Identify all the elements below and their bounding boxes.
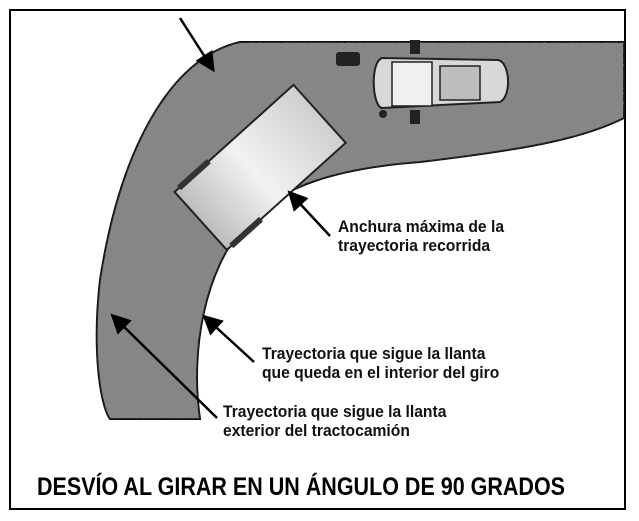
arrow-outer-tire [110,313,218,419]
label-max-width-line1: Anchura máxima de la [338,217,505,236]
label-inner-tire-line2: que queda en el interior del giro [262,363,500,382]
label-max-width: Anchura máxima de la trayectoria recorri… [338,217,504,255]
arrow-outer-edge [178,17,215,73]
tractor-cab [336,40,509,124]
label-outer-tire-line2: exterior del tractocamión [223,421,410,440]
arrow-inner-tire [202,314,255,363]
label-inner-tire-line1: Trayectoria que sigue la llanta [262,344,486,363]
trailer [173,83,348,252]
label-inner-tire: Trayectoria que sigue la llanta que qued… [262,344,499,382]
road-texture [96,42,625,419]
label-max-width-line2: trayectoria recorrida [338,236,491,255]
diagram-title: DESVÍO AL GIRAR EN UN ÁNGULO DE 90 GRADO… [37,473,566,501]
label-outer-tire: Trayectoria que sigue la llanta exterior… [223,402,446,440]
arrow-max-width [287,190,331,237]
label-outer-tire-line1: Trayectoria que sigue la llanta [223,402,447,421]
